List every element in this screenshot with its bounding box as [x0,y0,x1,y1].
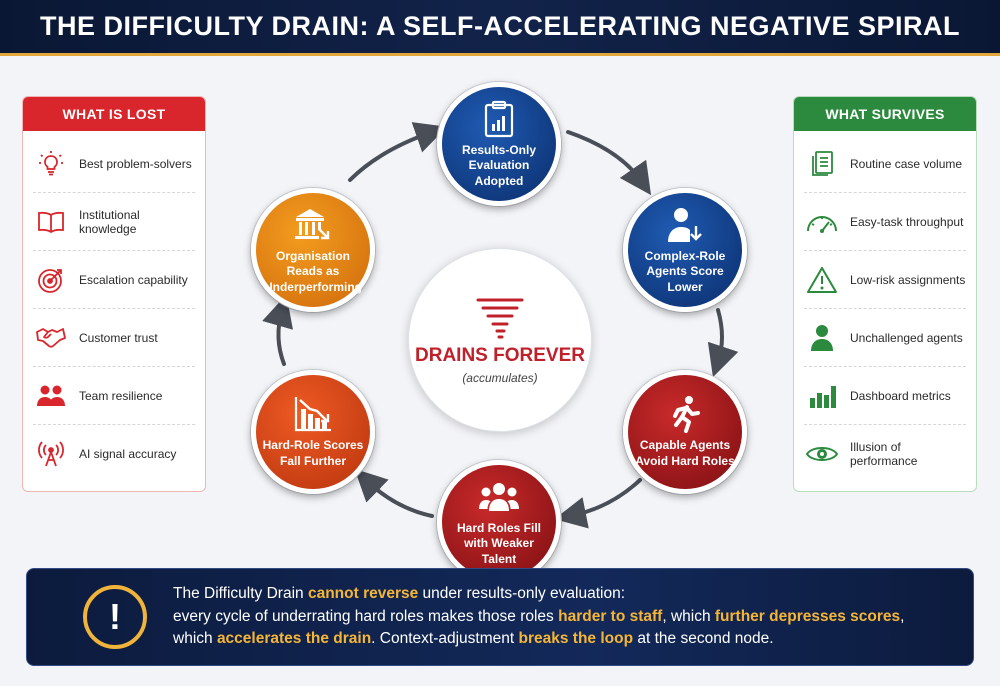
what-survives-panel: WHAT SURVIVES Routine case volume Easy-t… [793,96,977,492]
callout-segment: at the second node. [633,630,774,648]
center-subtitle: (accumulates) [462,371,538,386]
spiral-cycle-diagram: Results-Only Evaluation Adopted Complex-… [230,70,770,584]
survives-item: Routine case volume [804,135,966,193]
callout-highlight: breaks the loop [518,630,634,648]
lightbulb-icon [33,146,69,182]
node-label: Hard Roles Fill with Weaker Talent [456,520,542,566]
survives-item: Illusion of performance [804,425,966,483]
warning-icon [804,262,840,298]
survives-heading: WHAT SURVIVES [794,97,976,131]
survives-item-label: Easy-task throughput [850,214,964,229]
lost-item: Best problem-solvers [33,135,195,193]
documents-icon [804,146,840,182]
lost-item-label: Escalation capability [79,272,188,287]
lost-item-label: Customer trust [79,330,158,345]
running-person-icon [665,394,705,434]
callout-segment: under results-only evaluation: [418,585,626,603]
node-label: Organisation Reads as Underperforming [263,248,362,294]
center-title: DRAINS FOREVER [415,344,585,366]
callout-text: The Difficulty Drain cannot reverse unde… [173,583,904,650]
eye-icon [804,436,840,472]
drains-forever-center: DRAINS FOREVER (accumulates) [408,248,592,432]
survives-item-label: Dashboard metrics [850,388,951,403]
callout-highlight: harder to staff [558,607,663,625]
cycle-node-scores-fall: Hard-Role Scores Fall Further [251,370,375,494]
lost-item-label: AI signal accuracy [79,447,177,461]
node-label: Complex-Role Agents Score Lower [644,248,726,294]
what-is-lost-panel: WHAT IS LOST Best problem-solvers Instit… [22,96,206,492]
exclamation-icon: ! [83,585,147,649]
bar-chart-icon [804,378,840,414]
team-icon [33,378,69,414]
callout-segment: . Context-adjustment [371,630,519,648]
callout-segment: every cycle of underrating hard roles ma… [173,607,559,625]
target-icon [33,262,69,298]
cycle-node-organisation: Organisation Reads as Underperforming [251,188,375,312]
node-label: Results-Only Evaluation Adopted [461,142,536,188]
node-label: Capable Agents Avoid Hard Roles [635,438,735,468]
lost-item: Customer trust [33,309,195,367]
callout-line: The Difficulty Drain cannot reverse unde… [173,583,904,605]
survives-item-label: Routine case volume [850,156,963,171]
cycle-node-capable-agents: Capable Agents Avoid Hard Roles [623,370,747,494]
callout-highlight: further depresses scores [714,607,901,625]
callout-banner: ! The Difficulty Drain cannot reverse un… [26,568,974,666]
cycle-node-weaker-talent: Hard Roles Fill with Weaker Talent [437,460,561,584]
header-banner: THE DIFFICULTY DRAIN: A SELF-ACCELERATIN… [0,0,1000,56]
lost-item-label: Institutional knowledge [79,207,140,236]
lost-item: Team resilience [33,367,195,425]
callout-line: every cycle of underrating hard roles ma… [173,606,904,628]
callout-segment: , [900,607,905,625]
lost-item: Institutional knowledge [33,193,195,251]
callout-line: which accelerates the drain. Context-adj… [173,628,904,650]
callout-segment: , which [662,607,715,625]
book-icon [33,204,69,240]
callout-highlight: cannot reverse [307,585,419,603]
lost-item: Escalation capability [33,251,195,309]
survives-item-label: Illusion of performance [850,440,918,468]
survives-item: Unchallenged agents [804,309,966,367]
person-icon [804,320,840,356]
survives-item-label: Low-risk assignments [850,272,966,287]
tornado-icon [475,295,525,344]
clipboard-chart-icon [479,99,519,139]
cycle-node-results-only: Results-Only Evaluation Adopted [437,82,561,206]
handshake-icon [33,320,69,356]
survives-item: Easy-task throughput [804,193,966,251]
lost-item-label: Team resilience [79,388,163,403]
callout-highlight: accelerates the drain [216,630,372,648]
gauge-icon [804,204,840,240]
lost-heading: WHAT IS LOST [23,97,205,131]
declining-chart-icon [293,394,333,434]
callout-segment: which [173,630,217,648]
group-icon [479,477,519,517]
page-title: THE DIFFICULTY DRAIN: A SELF-ACCELERATIN… [40,11,960,41]
cycle-arrows [262,122,739,529]
antenna-icon [33,436,69,472]
person-down-icon [665,205,705,245]
survives-item: Dashboard metrics [804,367,966,425]
survives-item-label: Unchallenged agents [850,330,963,345]
lost-item-label: Best problem-solvers [79,156,192,171]
building-down-icon [293,205,333,245]
callout-segment: The Difficulty Drain [173,585,308,603]
cycle-node-complex-role: Complex-Role Agents Score Lower [623,188,747,312]
lost-item: AI signal accuracy [33,425,195,483]
survives-item: Low-risk assignments [804,251,966,309]
node-label: Hard-Role Scores Fall Further [262,438,364,468]
